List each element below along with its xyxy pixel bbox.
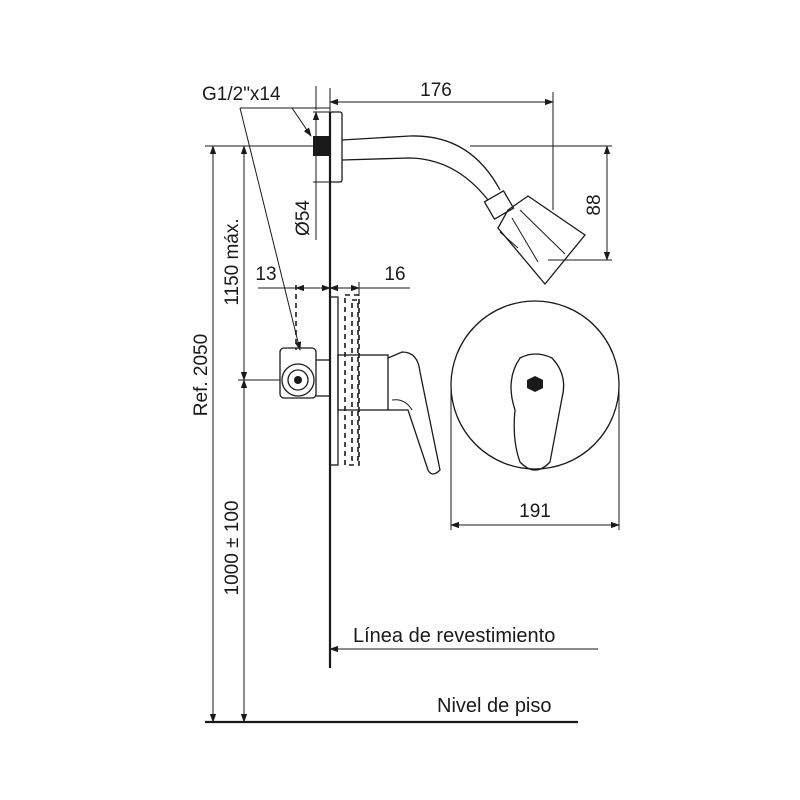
floor-level-label: Nivel de piso — [437, 695, 552, 717]
dim-13: 13 — [255, 264, 331, 292]
dim-176: 176 — [329, 80, 554, 210]
dim-16-label: 16 — [384, 264, 405, 285]
dim-54: Ø54 — [293, 111, 320, 240]
dim-176-label: 176 — [420, 80, 452, 101]
dim-13-label: 13 — [255, 264, 276, 285]
thread-label: G1/2"x14 — [202, 84, 281, 105]
dim-88: 88 — [470, 145, 612, 261]
handle-side — [337, 351, 441, 475]
dim-191: 191 — [450, 390, 620, 530]
front-view-plate — [450, 300, 620, 471]
shower-arm — [341, 135, 501, 201]
shower-arm-flange — [313, 111, 343, 183]
dim-1000-label: 1000 ± 100 — [222, 501, 243, 596]
dim-16: 16 — [329, 264, 410, 296]
dim-1150-label: 1150 máx. — [222, 218, 243, 305]
dim-191-label: 191 — [519, 501, 551, 522]
wall-plate-side — [329, 296, 339, 466]
shower-head — [483, 189, 586, 286]
dim-54-label: Ø54 — [293, 200, 314, 236]
wall-line-callout: Línea de revestimiento — [329, 625, 598, 653]
dim-2050-label: Ref. 2050 — [191, 334, 212, 416]
dim-88-label: 88 — [584, 194, 605, 215]
dim-2050: Ref. 2050 — [191, 145, 217, 723]
mixer-body-concealed — [295, 285, 360, 466]
valve-body — [279, 347, 330, 399]
dim-1150: 1150 máx. — [205, 145, 330, 381]
dim-1000: 1000 ± 100 — [222, 379, 248, 723]
wall-line-label: Línea de revestimiento — [353, 625, 555, 647]
thread-callout: G1/2"x14 — [202, 84, 330, 351]
